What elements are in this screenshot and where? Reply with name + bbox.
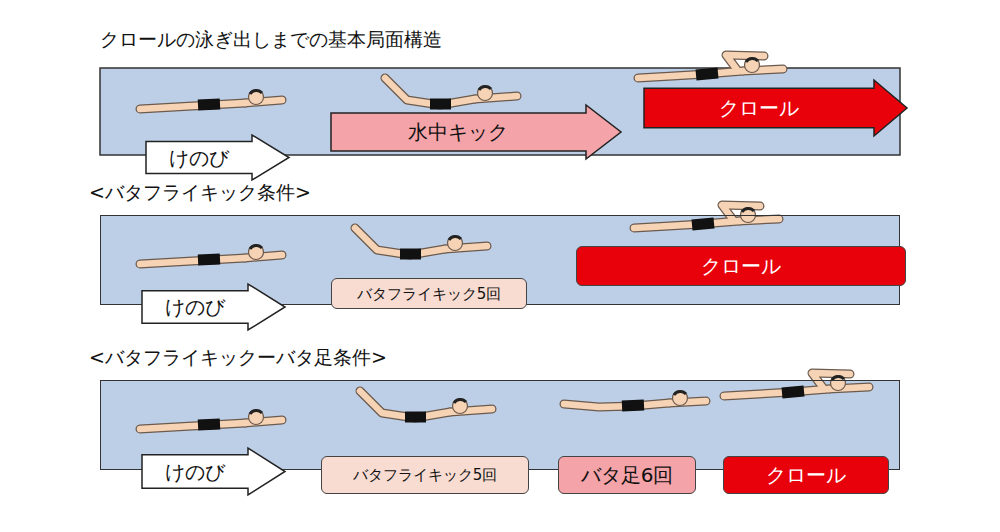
phase-label: 水中キック: [408, 120, 508, 144]
phase-arrow: けのび: [141, 447, 286, 496]
phase-label: クロール: [719, 96, 799, 120]
condition-panel: けのびバタフライキック5回バタ足6回クロール<バタフライキックーバタ足条件>: [100, 380, 900, 470]
phase-label: けのび: [165, 295, 225, 319]
swimmer-figure: [140, 410, 282, 430]
phase-label: けのび: [165, 460, 225, 484]
arrow-body: けのび: [141, 447, 248, 496]
phase-label: バタ足6回: [581, 463, 674, 487]
phase-arrow: けのび: [141, 283, 286, 331]
condition-heading: <バタフライキック条件>: [89, 181, 311, 204]
phase-label: けのび: [169, 146, 229, 170]
phase-label: バタフライキック5回: [353, 466, 498, 484]
swimmer-figure: [355, 228, 487, 255]
phase-box: バタ足6回: [558, 456, 696, 494]
swimmer-figure: [385, 78, 517, 105]
phase-label: クロール: [766, 463, 846, 487]
swimmer-figure: [564, 391, 706, 408]
arrow-body: 水中キック: [330, 104, 586, 160]
phase-arrow: 水中キック: [330, 104, 622, 160]
arrow-body: けのび: [141, 283, 248, 331]
swimmer-figure: [634, 205, 779, 228]
phase-box: バタフライキック5回: [331, 278, 527, 309]
phase-arrow: けのび: [145, 134, 290, 181]
phase-arrow: クロール: [643, 79, 908, 137]
phase-box: クロール: [576, 246, 906, 286]
arrow-body: けのび: [145, 134, 252, 181]
phase-box: バタフライキック5回: [321, 456, 529, 494]
phase-label: バタフライキック5回: [357, 285, 502, 303]
arrow-body: クロール: [643, 79, 874, 137]
diagram-title: クロールの泳ぎ出しまでの基本局面構造: [100, 28, 442, 51]
swimmer-figure: [724, 373, 869, 396]
phase-label: クロール: [701, 254, 781, 278]
swimmer-figure: [140, 90, 282, 110]
phase-box: クロール: [723, 456, 889, 494]
condition-heading: <バタフライキックーバタ足条件>: [89, 346, 387, 369]
swimmer-figure: [140, 245, 282, 265]
condition-panel: けのびバタフライキック5回クロール<バタフライキック条件>: [100, 215, 900, 305]
swimmer-figure: [638, 55, 783, 78]
swimmer-figure: [360, 391, 492, 418]
